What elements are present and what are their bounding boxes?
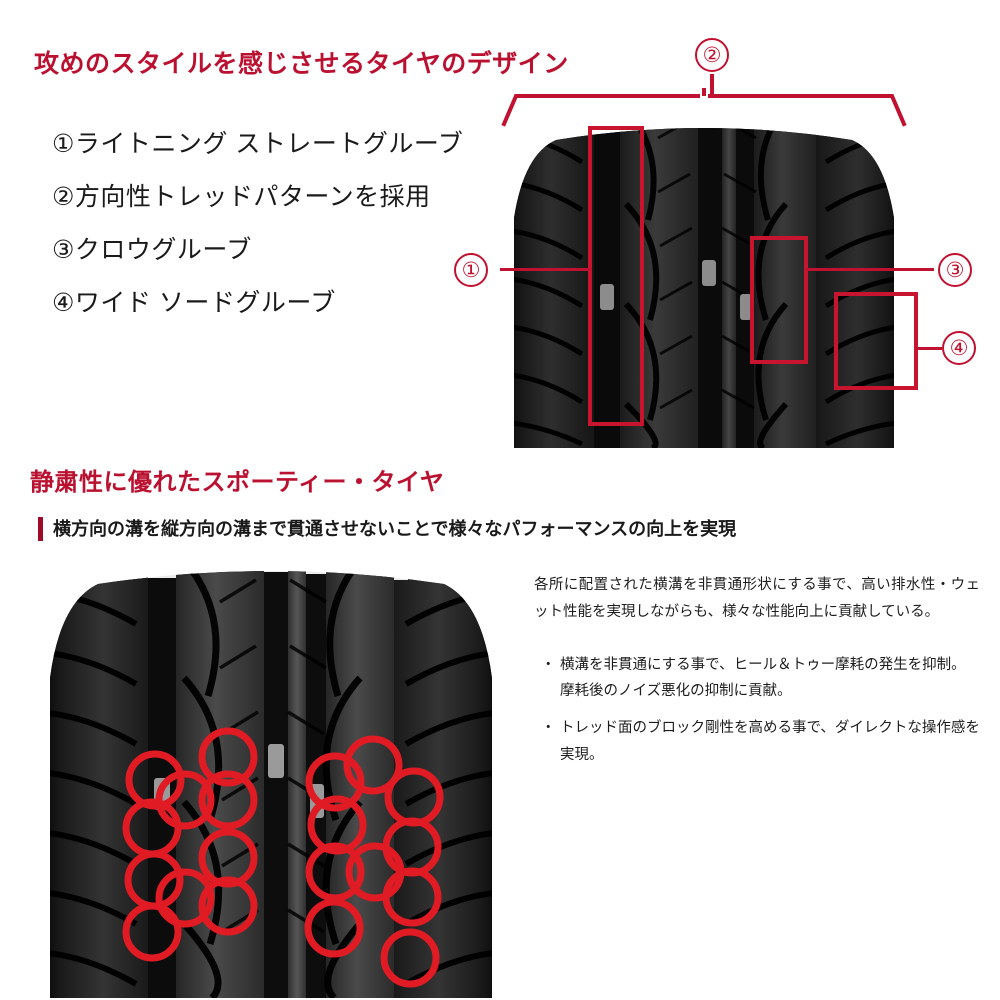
callout-4-lead bbox=[914, 347, 942, 350]
callout-2-stem bbox=[710, 74, 714, 98]
feature-item-1: ①ライトニング ストレートグルーブ bbox=[52, 130, 464, 158]
callout-number-2: ② bbox=[695, 38, 729, 72]
bullet-item-1: ・ 横溝を非貫通にする事で、ヒール＆トゥー摩耗の発生を抑制。摩耗後のノイズ悪化の… bbox=[534, 652, 980, 706]
description-paragraph: 各所に配置された横溝を非貫通形状にする事で、高い排水性・ウェット性能を実現しなが… bbox=[534, 577, 980, 620]
feature-item-3: ③クロウグルーブ bbox=[52, 236, 252, 264]
feature-list: ①ライトニング ストレートグルーブ ②方向性トレッドパターンを採用 ③クロウグル… bbox=[52, 132, 463, 344]
callout-number-4: ④ bbox=[942, 331, 976, 365]
bullet-marker: ・ bbox=[541, 720, 556, 737]
bullet-text-2: トレッド面のブロック剛性を高める事で、ダイレクトな操作感を実現。 bbox=[560, 720, 980, 764]
accent-bar bbox=[38, 517, 43, 542]
tire-top-image bbox=[498, 108, 910, 448]
section2-title: 静粛性に優れたスポーティー・タイヤ bbox=[30, 469, 445, 496]
bullet-marker: ・ bbox=[541, 656, 556, 673]
section1-title: 攻めのスタイルを感じさせるタイヤのデザイン bbox=[34, 50, 569, 78]
bullet-item-2: ・ トレッド面のブロック剛性を高める事で、ダイレクトな操作感を実現。 bbox=[534, 715, 980, 769]
tire-bottom-svg bbox=[50, 560, 492, 998]
benefit-bullet-list: ・ 横溝を非貫通にする事で、ヒール＆トゥー摩耗の発生を抑制。摩耗後のノイズ悪化の… bbox=[534, 652, 980, 769]
feature-item-2: ②方向性トレッドパターンを採用 bbox=[52, 183, 431, 211]
description-column: 各所に配置された横溝を非貫通形状にする事で、高い排水性・ウェット性能を実現しなが… bbox=[534, 572, 980, 779]
feature-item-4: ④ワイド ソードグルーブ bbox=[52, 289, 336, 317]
section2-subtitle: 横方向の溝を縦方向の溝まで貫通させないことで様々なパフォーマンスの向上を実現 bbox=[53, 519, 737, 539]
tire-top-svg bbox=[514, 110, 894, 448]
bullet-text-1: 横溝を非貫通にする事で、ヒール＆トゥー摩耗の発生を抑制。摩耗後のノイズ悪化の抑制… bbox=[560, 656, 966, 700]
callout-number-3: ③ bbox=[938, 253, 972, 287]
tire-bottom-image bbox=[36, 558, 506, 998]
section2-subtitle-row: 横方向の溝を縦方向の溝まで貫通させないことで様々なパフォーマンスの向上を実現 bbox=[38, 517, 737, 542]
